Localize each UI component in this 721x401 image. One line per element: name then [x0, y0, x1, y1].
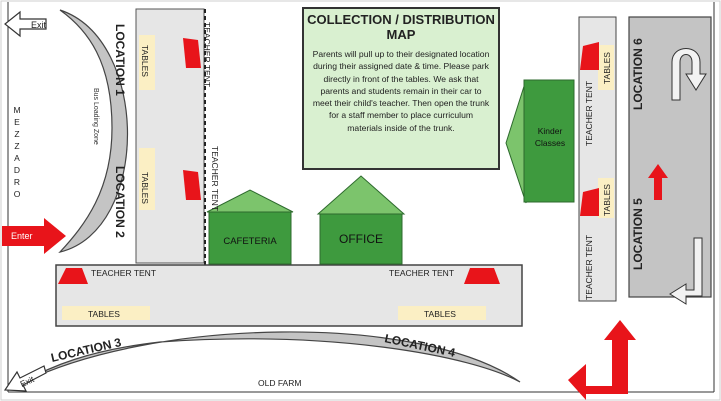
bus-loading-zone-label: Bus Loading Zone	[92, 88, 99, 145]
enter-arrow-right-icon	[568, 320, 636, 400]
street-letter: Z	[14, 129, 19, 139]
tables-label-location-6: TABLES	[602, 52, 612, 84]
teacher-tent-location-2	[183, 170, 201, 200]
table-location-4	[398, 306, 486, 320]
street-letter: R	[14, 177, 20, 187]
map-instructions: Parents will pull up to their designated…	[312, 49, 490, 133]
teacher-tent-label-location-2: TEACHER TENT	[210, 146, 220, 211]
enter-arrow-left-icon	[2, 218, 66, 254]
traffic-direction-arrow-icon	[648, 164, 668, 200]
kinder-label-line-2: Classes	[535, 138, 565, 148]
tables-label-location-2: TABLES	[140, 172, 150, 204]
kinder-label-line-1: Kinder	[538, 126, 563, 136]
location-1-label: LOCATION 1	[113, 24, 127, 96]
return-arrow-icon	[669, 237, 703, 305]
teacher-tent-label-location-6: TEACHER TENT	[584, 81, 594, 146]
table-location-5	[598, 178, 614, 218]
street-label-mezzadro: M E Z Z A D R O	[13, 105, 20, 199]
enter-right-label: Enter	[587, 377, 609, 387]
exit-arrow-bottom-icon	[3, 365, 47, 392]
office-building	[319, 213, 403, 265]
u-turn-arrow-icon	[671, 48, 707, 101]
exit-top-label: Exit	[31, 20, 47, 30]
teacher-tent-label-location-5: TEACHER TENT	[584, 235, 594, 300]
cafeteria-label: CAFETERIA	[223, 236, 277, 247]
teacher-tent-location-5	[580, 188, 599, 216]
tables-label-location-5: TABLES	[602, 184, 612, 216]
street-letter: M	[13, 105, 20, 115]
teacher-tent-label-location-1: TEACHER TENT	[202, 22, 212, 87]
cafeteria-building	[208, 211, 292, 265]
tables-label-location-1: TABLES	[140, 45, 150, 77]
teacher-tent-location-1	[183, 38, 201, 68]
enter-left-label: Enter	[11, 231, 33, 241]
table-location-6	[598, 45, 614, 90]
street-letter: Z	[14, 141, 19, 151]
street-label-old-farm: OLD FARM	[258, 378, 301, 388]
location-6-label: LOCATION 6	[631, 38, 645, 110]
map-notice-panel: COLLECTION / DISTRIBUTION MAP Parents wi…	[302, 7, 500, 170]
teacher-tent-location-4	[464, 268, 500, 284]
street-letter: D	[14, 165, 20, 175]
teacher-tent-label-location-3: TEACHER TENT	[91, 268, 156, 278]
street-letter: O	[14, 189, 21, 199]
teacher-tent-label-location-4: TEACHER TENT	[389, 268, 454, 278]
bus-loading-zone-curb	[58, 9, 129, 254]
street-letter: E	[14, 117, 20, 127]
location-2-label: LOCATION 2	[113, 166, 127, 238]
table-location-3	[62, 306, 150, 320]
tables-label-location-3: TABLES	[88, 309, 120, 319]
teacher-tent-location-6	[580, 42, 599, 70]
table-location-1	[139, 35, 155, 90]
office-label: OFFICE	[339, 232, 383, 246]
location-3-4-curb	[19, 331, 521, 385]
exit-arrow-top-icon	[4, 10, 47, 38]
map-title: COLLECTION / DISTRIBUTION MAP	[307, 12, 495, 42]
street-letter: A	[14, 153, 20, 163]
table-location-2	[139, 148, 155, 210]
location-5-label: LOCATION 5	[631, 198, 645, 270]
kinder-building	[523, 79, 575, 203]
tables-label-location-4: TABLES	[424, 309, 456, 319]
teacher-tent-location-3	[58, 268, 88, 284]
